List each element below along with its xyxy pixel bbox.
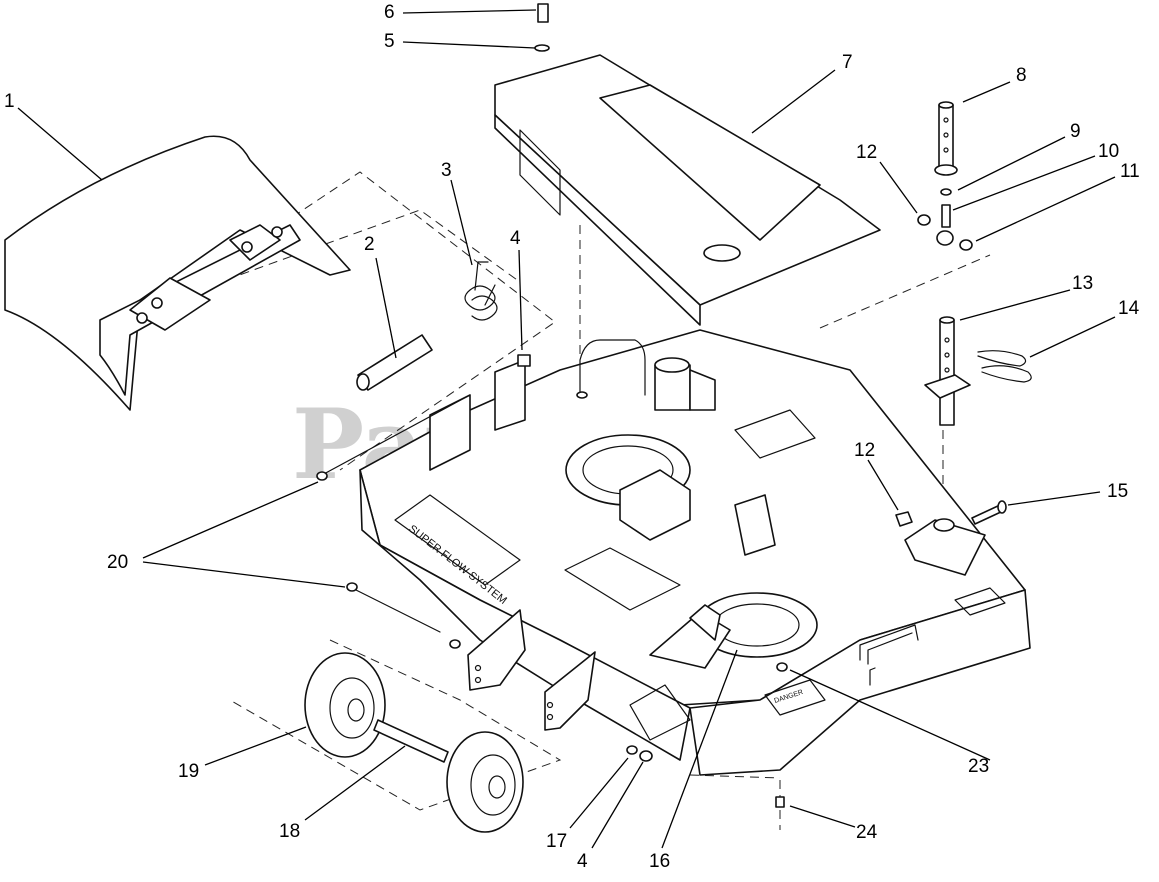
- callout-24: 24: [856, 822, 878, 843]
- callout-7: 7: [842, 52, 853, 73]
- chute-rod: [356, 334, 433, 391]
- leader-lines: [17, 9, 1116, 849]
- belt-cover: [494, 54, 881, 326]
- callout-19: 19: [178, 761, 199, 782]
- hex-nut-lower: [895, 511, 913, 527]
- bolt-15: [971, 500, 1007, 525]
- axle: [373, 719, 449, 763]
- callout-12: 12: [854, 440, 875, 461]
- small-fasteners: [775, 662, 788, 808]
- callout-4: 4: [510, 228, 521, 249]
- long-bolts: [316, 394, 471, 649]
- callout-3: 3: [441, 160, 452, 181]
- wheels: [304, 652, 524, 833]
- callout-5: 5: [384, 31, 395, 52]
- callout-17: 17: [546, 831, 567, 852]
- mower-deck: DANGER SUPER FLOW SYSTEM: [359, 329, 1031, 776]
- callout-18: 18: [279, 821, 300, 842]
- callout-4: 4: [577, 851, 588, 872]
- callout-10: 10: [1098, 141, 1119, 162]
- callout-8: 8: [1016, 65, 1027, 86]
- hex-nut-top: [517, 354, 531, 367]
- bolt-washer-top: [534, 3, 550, 52]
- callout-9: 9: [1070, 121, 1081, 142]
- callout-16: 16: [649, 851, 670, 872]
- callout-1: 1: [4, 91, 15, 112]
- height-pin-13: [924, 316, 971, 426]
- discharge-chute: [4, 135, 351, 411]
- pin-hardware: [917, 188, 973, 251]
- front-nuts: [626, 745, 653, 762]
- callout-11: 11: [1120, 161, 1140, 182]
- callout-23: 23: [968, 756, 989, 777]
- callout-20: 20: [107, 552, 128, 573]
- callout-15: 15: [1107, 481, 1128, 502]
- hairpin-clips: [977, 350, 1032, 383]
- callout-2: 2: [364, 234, 375, 255]
- callout-12: 12: [856, 142, 877, 163]
- callout-14: 14: [1118, 298, 1140, 319]
- callout-13: 13: [1072, 273, 1093, 294]
- torsion-spring: [464, 261, 498, 321]
- wheel-brackets: [467, 609, 596, 731]
- height-pin-8: [934, 101, 958, 176]
- callouts: 1 2 3 4 4 5 6 7 8 9 10 11 12 12 13 14 15…: [4, 2, 1140, 872]
- callout-6: 6: [384, 2, 395, 23]
